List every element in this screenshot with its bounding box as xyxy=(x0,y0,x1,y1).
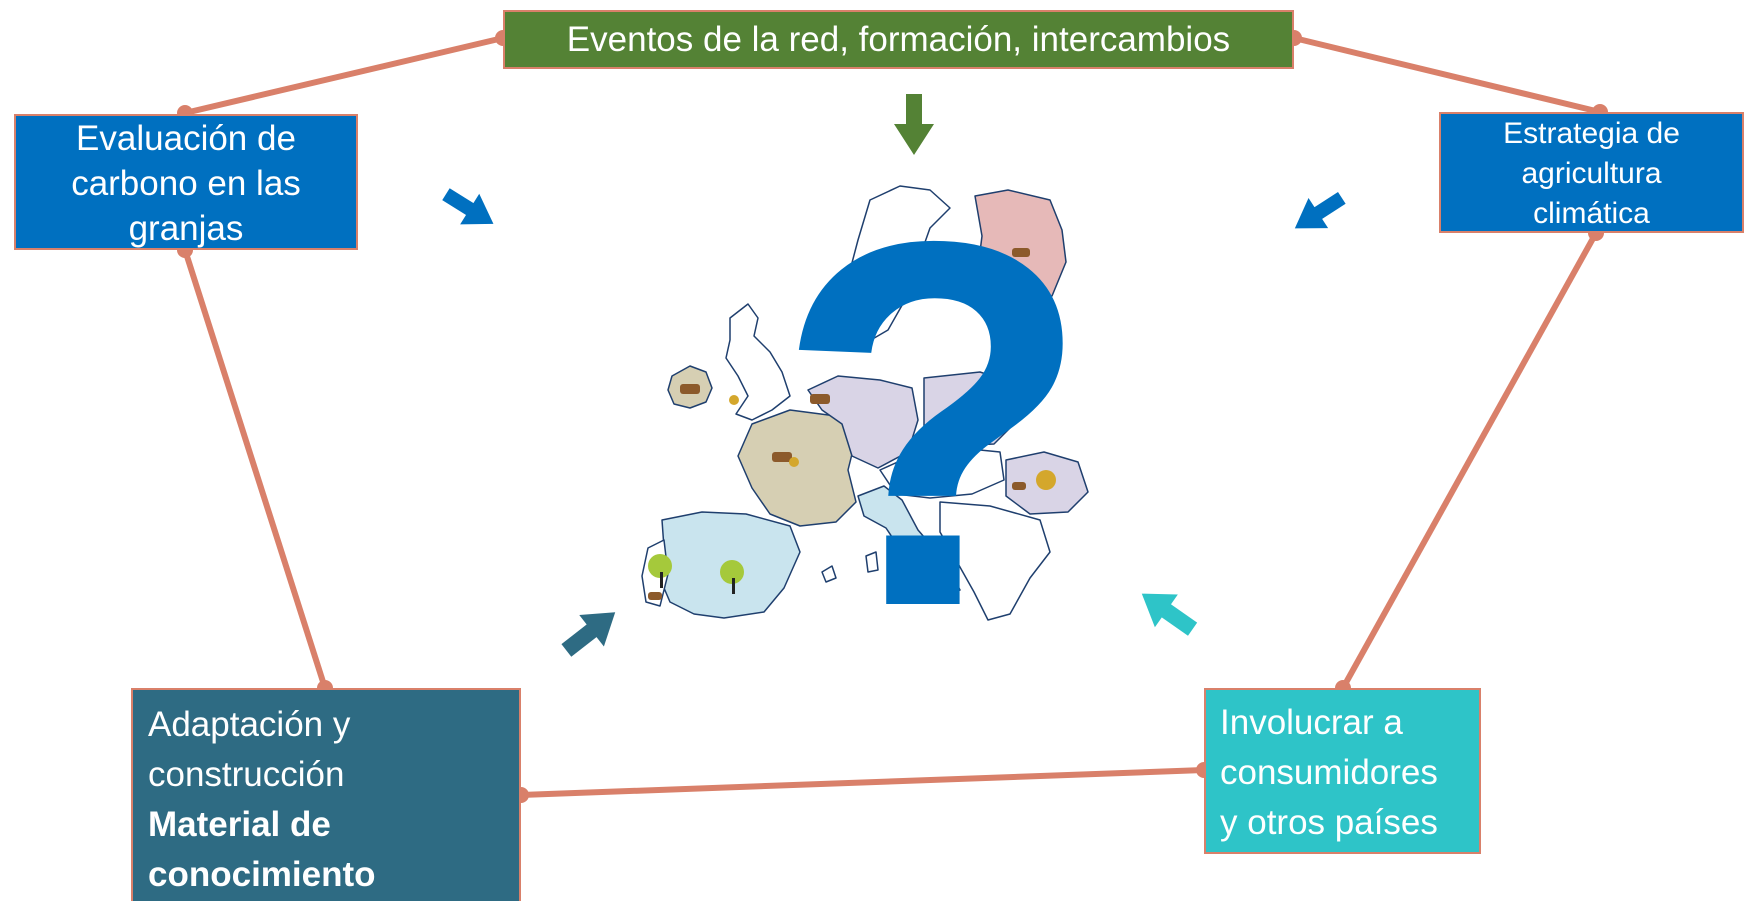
arrow-shaft xyxy=(1312,191,1346,221)
arrow-head xyxy=(1141,593,1178,628)
box-line: Adaptación y xyxy=(148,705,351,744)
arrow-shaft xyxy=(906,94,922,124)
arrow-bottom-right xyxy=(1141,593,1198,636)
connector-bottom xyxy=(520,767,1205,798)
connector-right-bottomright xyxy=(1340,231,1599,690)
britain-shape xyxy=(725,303,791,421)
arrow-shaft xyxy=(442,188,476,217)
arrow-head xyxy=(894,124,934,155)
network-events-label: Eventos de la red, formación, intercambi… xyxy=(566,20,1231,59)
wheat-icon xyxy=(789,457,799,467)
box-line: carbono en las xyxy=(71,164,301,203)
box-line: Involucrar a xyxy=(1220,703,1403,742)
arrow-right xyxy=(1294,191,1346,229)
finland-shape xyxy=(974,189,1067,305)
connector-top-right xyxy=(1293,35,1601,115)
arrow-head xyxy=(1294,197,1329,229)
adaptation-box: Adaptación y construcción Material de co… xyxy=(131,688,521,901)
network-events-box: Eventos de la red, formación, intercambi… xyxy=(503,10,1294,69)
tree-trunk xyxy=(732,578,735,594)
box-line-bold: Material de xyxy=(148,805,331,844)
cow-icon xyxy=(680,384,700,394)
cow-icon xyxy=(1012,248,1030,257)
arrow-shaft xyxy=(561,623,599,657)
tree-trunk xyxy=(660,572,663,588)
question-mark-symbol: ? xyxy=(775,134,1093,715)
cow-icon xyxy=(1014,314,1028,322)
box-line: y otros países xyxy=(1220,803,1438,842)
central-europe-shape xyxy=(879,447,1005,499)
arrow-shaft xyxy=(1160,603,1198,636)
arrow-head xyxy=(460,193,494,225)
box-line: agricultura xyxy=(1521,157,1662,190)
poland-shape xyxy=(923,371,1019,447)
cow-icon xyxy=(1012,482,1026,490)
island-shape xyxy=(821,565,837,583)
germany-shape xyxy=(807,375,919,469)
box-line: Evaluación de xyxy=(76,119,296,158)
island-shape xyxy=(865,551,879,573)
climate-strategy-box: Estrategia de agricultura climática xyxy=(1439,112,1744,233)
box-line: construcción xyxy=(148,755,345,794)
cow-icon xyxy=(1030,340,1044,348)
box-line: climática xyxy=(1533,197,1650,230)
farm-icons xyxy=(648,248,1056,600)
cow-icon xyxy=(772,452,792,462)
italy-shape xyxy=(857,485,961,597)
arrow-top xyxy=(894,94,934,155)
box-line: Estrategia de xyxy=(1503,117,1680,150)
box-line: granjas xyxy=(128,209,244,248)
scandinavia-shape xyxy=(835,185,951,345)
balkans-shape xyxy=(939,501,1051,621)
box-line-bold: conocimiento xyxy=(148,855,376,894)
olive-tree-icon xyxy=(648,554,672,578)
wheat-icon xyxy=(1036,470,1056,490)
wheat-icon xyxy=(729,395,739,405)
cow-icon xyxy=(648,592,662,600)
wheat-icon xyxy=(1005,275,1019,289)
box-line: consumidores xyxy=(1220,753,1438,792)
arrow-left xyxy=(442,188,494,225)
europe-map-icon xyxy=(641,185,1089,621)
engage-consumers-box: Involucrar a consumidores y otros países xyxy=(1204,688,1481,854)
olive-tree-icon xyxy=(720,560,744,584)
connector-top-left xyxy=(184,35,504,116)
arrow-bottom-left xyxy=(561,612,616,657)
connector-lines xyxy=(182,35,1601,798)
arrow-head xyxy=(579,612,616,647)
connector-left-bottomleft xyxy=(182,249,328,689)
carbon-assessment-box: Evaluación de carbono en las granjas xyxy=(14,114,358,250)
cow-icon xyxy=(810,394,830,404)
